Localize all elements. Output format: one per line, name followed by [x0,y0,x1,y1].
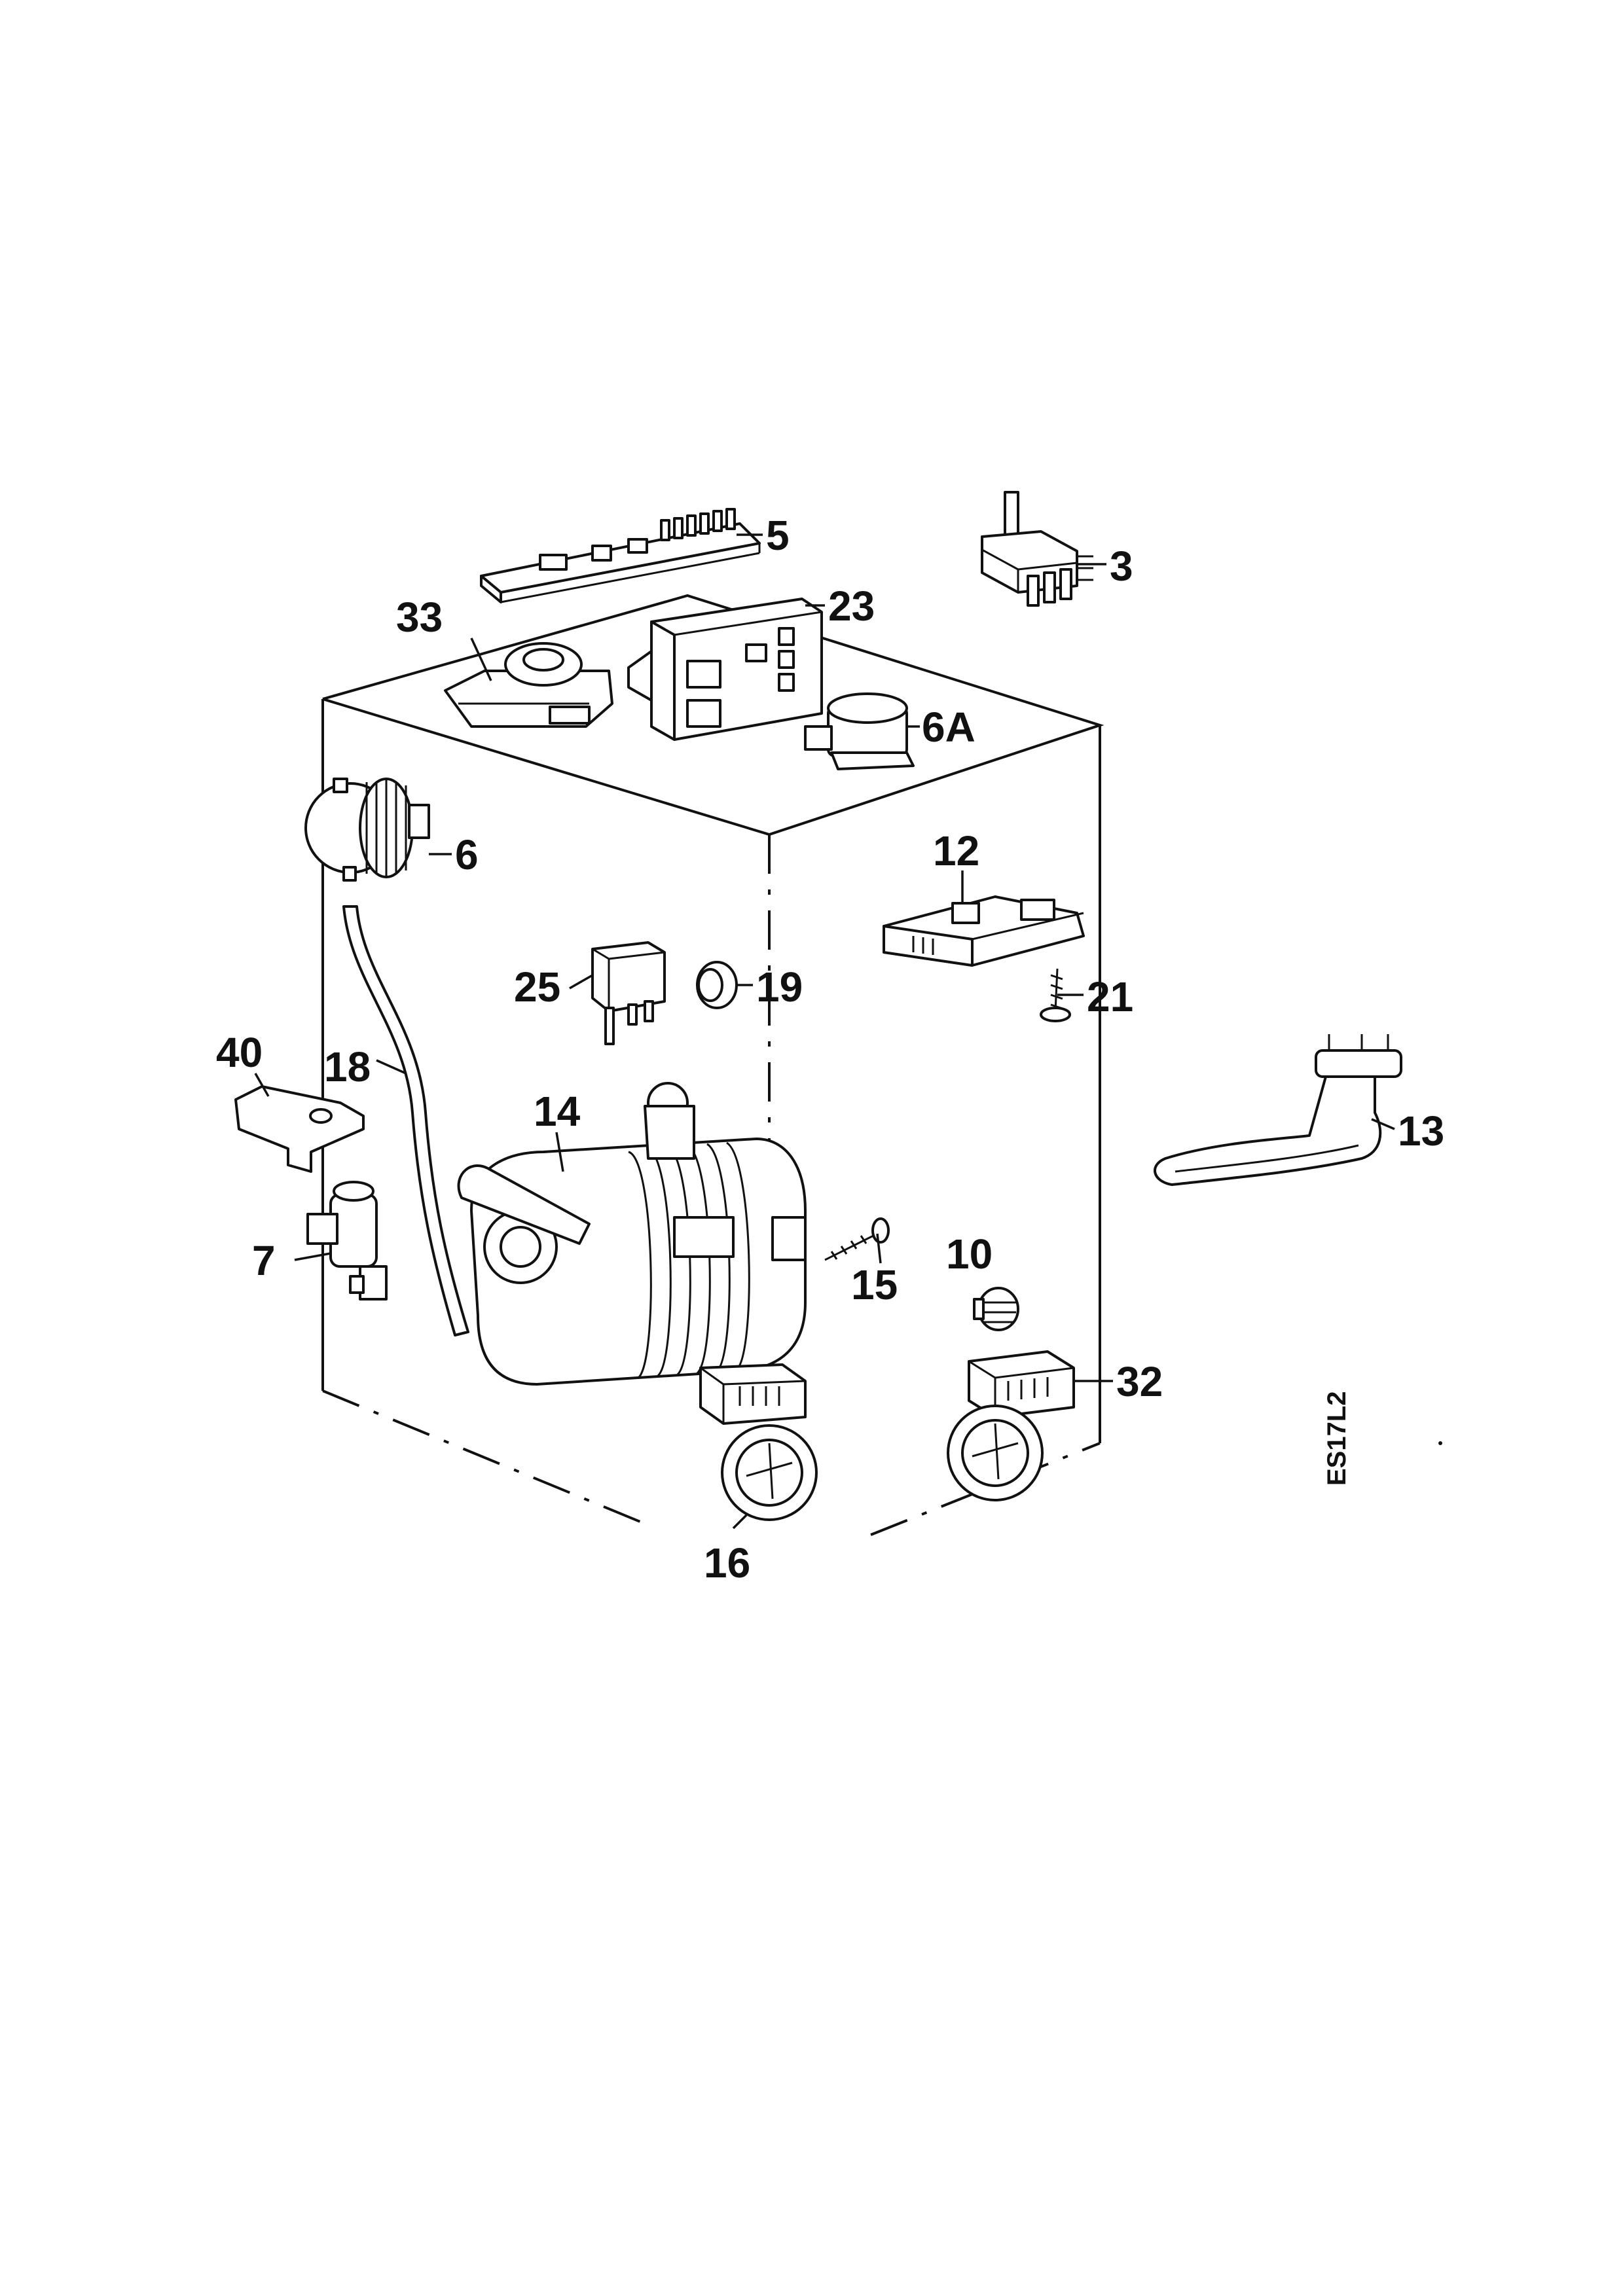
part-14-motor [457,1082,807,1386]
callout-12: 12 [933,827,979,874]
callout-32: 32 [1116,1358,1163,1405]
part-40-bracket [234,1085,365,1173]
part-7-valve [306,1181,388,1300]
part-5-control-board [480,508,761,603]
part-6-programmer-timer [304,778,430,882]
registration-dot [1438,1441,1442,1445]
callout-23: 23 [828,583,875,630]
callout-21: 21 [1087,973,1133,1020]
callout-labels: 5 3 33 23 6A 6 12 25 19 21 40 18 13 14 1… [216,512,1444,1587]
callout-10: 10 [946,1230,993,1278]
part-10-fitting [973,1287,1019,1331]
callout-6A: 6A [922,704,976,751]
callout-3: 3 [1110,543,1133,590]
callout-5: 5 [766,512,790,559]
part-6A-sensor [804,692,915,770]
callout-25: 25 [514,963,560,1011]
callout-16: 16 [704,1539,750,1587]
callout-7: 7 [252,1237,276,1284]
part-18-hose [342,905,469,1336]
callout-6: 6 [455,831,479,878]
part-23-control-module [627,598,823,741]
part-33-component [444,642,613,728]
callout-33: 33 [396,594,443,641]
callout-leader-lines [254,533,1395,1530]
drawing-code: ES17L2 [1322,1391,1351,1486]
callout-19: 19 [756,963,803,1011]
callout-13: 13 [1398,1107,1444,1155]
callout-14: 14 [534,1088,581,1135]
part-21-screw [1040,968,1071,1022]
part-3-selector-switch [981,491,1093,607]
part-32-pressure-switch [947,1350,1075,1501]
callout-40: 40 [216,1029,263,1076]
callout-18: 18 [324,1043,371,1090]
part-25-relay [591,941,666,1045]
part-19-bush [696,961,738,1009]
part-13-heating-element [1154,1034,1402,1186]
callout-15: 15 [851,1261,898,1308]
part-15-bolt [824,1217,890,1261]
part-16-pressure-switch [699,1363,818,1521]
part-12-door-interlock [883,895,1085,967]
